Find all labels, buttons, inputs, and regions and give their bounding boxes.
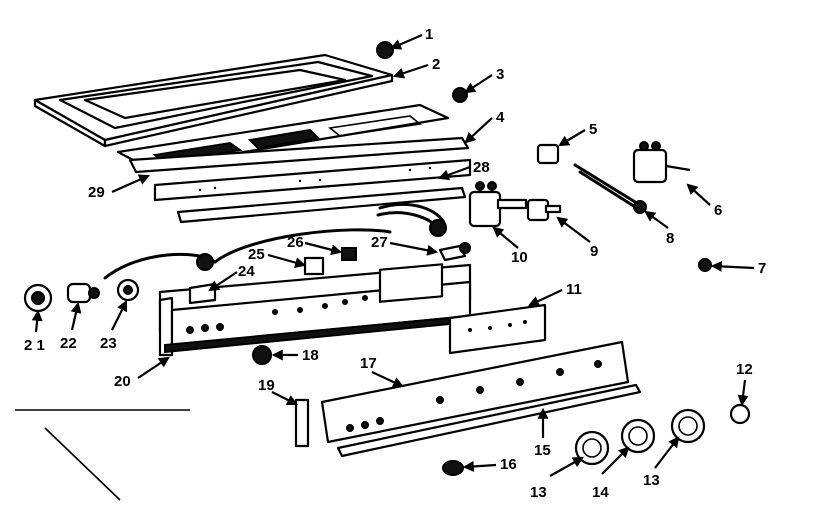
callout-10: 10 — [511, 249, 528, 266]
part-22 — [66, 282, 100, 304]
callout-24: 24 — [238, 263, 255, 280]
callout-17: 17 — [360, 355, 377, 372]
callout-13-right: 13 — [643, 472, 660, 489]
callout-29: 29 — [88, 184, 105, 201]
callout-15: 15 — [534, 442, 551, 459]
part-bracket — [188, 282, 217, 305]
part-manifold-panel — [158, 263, 472, 357]
callout-5: 5 — [589, 121, 597, 138]
part-8 — [573, 163, 647, 214]
callout-13-left: 13 — [530, 484, 547, 501]
part-lower-trim — [336, 383, 642, 458]
callout-11: 11 — [566, 281, 582, 298]
part-7 — [698, 258, 712, 272]
part-18 — [252, 345, 272, 365]
callout-12: 12 — [736, 361, 753, 378]
callout-23: 23 — [100, 335, 117, 352]
callout-14: 14 — [592, 484, 609, 501]
callout-6: 6 — [714, 202, 722, 219]
callout-22: 22 — [60, 335, 77, 352]
part-16 — [442, 460, 464, 476]
callout-labels: 1 2 3 4 5 6 7 8 9 10 11 12 13 14 13 15 1… — [24, 26, 766, 501]
callout-3: 3 — [496, 66, 504, 83]
part-5 — [536, 143, 560, 165]
part-valve-9 — [526, 198, 562, 222]
callout-27: 27 — [371, 234, 388, 251]
callout-28: 28 — [473, 159, 490, 176]
callout-8: 8 — [666, 230, 674, 247]
callout-20: 20 — [114, 373, 131, 390]
callout-4: 4 — [496, 109, 505, 126]
part-knobs — [574, 403, 751, 466]
part-top-frame — [33, 53, 394, 148]
callout-1: 1 — [425, 26, 433, 43]
callout-2: 2 — [432, 56, 440, 73]
part-trim-strip — [128, 136, 470, 174]
part-fragment-lines — [15, 409, 190, 501]
callout-16: 16 — [500, 456, 517, 473]
callout-leaders — [31, 33, 755, 477]
part-dotted-strip — [153, 158, 472, 202]
part-small-clips — [303, 242, 471, 276]
part-19 — [294, 398, 310, 448]
part-support-bar — [176, 186, 467, 224]
callout-26: 26 — [287, 234, 304, 251]
callout-9: 9 — [590, 243, 598, 260]
part-23 — [116, 278, 140, 302]
callout-25: 25 — [248, 246, 265, 263]
callout-21: 2 1 — [24, 337, 45, 354]
callout-19: 19 — [258, 377, 275, 394]
part-6 — [632, 141, 691, 184]
callout-7: 7 — [758, 260, 766, 277]
part-21 — [23, 283, 53, 313]
part-wire-harness — [103, 202, 447, 280]
callout-18: 18 — [302, 347, 319, 364]
part-11 — [448, 303, 547, 355]
part-valve-10 — [468, 181, 528, 228]
part-screws — [376, 41, 468, 103]
part-control-panel — [320, 340, 630, 444]
